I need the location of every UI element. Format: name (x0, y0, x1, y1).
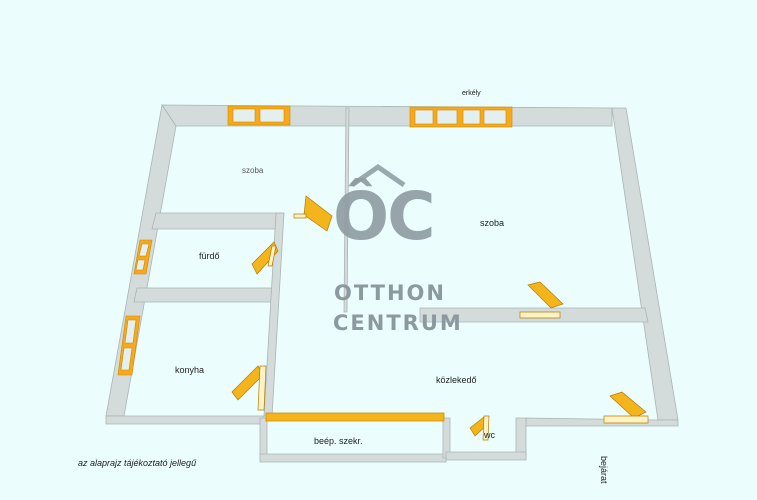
wall-closet-bottom (259, 453, 447, 463)
label-konyha: konyha (175, 365, 205, 375)
wall-bottom-left (105, 415, 265, 425)
wall-furdo-bottom (133, 287, 277, 303)
disclaimer-text: az alaprajz tájékoztató jellegű (78, 458, 197, 468)
label-furdo: fürdő (199, 251, 220, 261)
label-erkely: erkély (462, 90, 481, 97)
door-szoba-right (519, 281, 564, 319)
wall-furdo-top (151, 212, 283, 230)
closet-front (265, 412, 445, 422)
door-wc (469, 415, 490, 441)
doors (231, 195, 649, 441)
label-beep-szekr: beép. szekr. (314, 436, 363, 446)
door-szoba-left (293, 195, 333, 232)
label-kozlekedo: közlekedő (436, 375, 477, 385)
label-bejarat: bejárat (599, 456, 609, 484)
watermark-line2: CENTRUM (333, 311, 463, 335)
door-konyha (231, 365, 267, 411)
wall-wc-bottom (445, 451, 527, 461)
door-furdo (251, 241, 279, 275)
wall-middle (343, 107, 350, 313)
wall-right (611, 107, 679, 421)
window-left-lower (117, 315, 141, 376)
window-top-left (227, 105, 291, 126)
door-entrance (603, 391, 649, 424)
label-szoba-right: szoba (480, 218, 505, 228)
watermark-logo (350, 163, 406, 188)
watermark-line1: OTTHON (334, 281, 446, 305)
window-top-right (409, 106, 513, 128)
label-szoba-left: szoba (242, 166, 264, 175)
wall-bottom-right (525, 417, 679, 427)
windows (117, 105, 513, 376)
window-left-upper (133, 239, 153, 275)
watermark-mark: ÔC (333, 178, 436, 255)
label-wc: wc (484, 430, 495, 440)
